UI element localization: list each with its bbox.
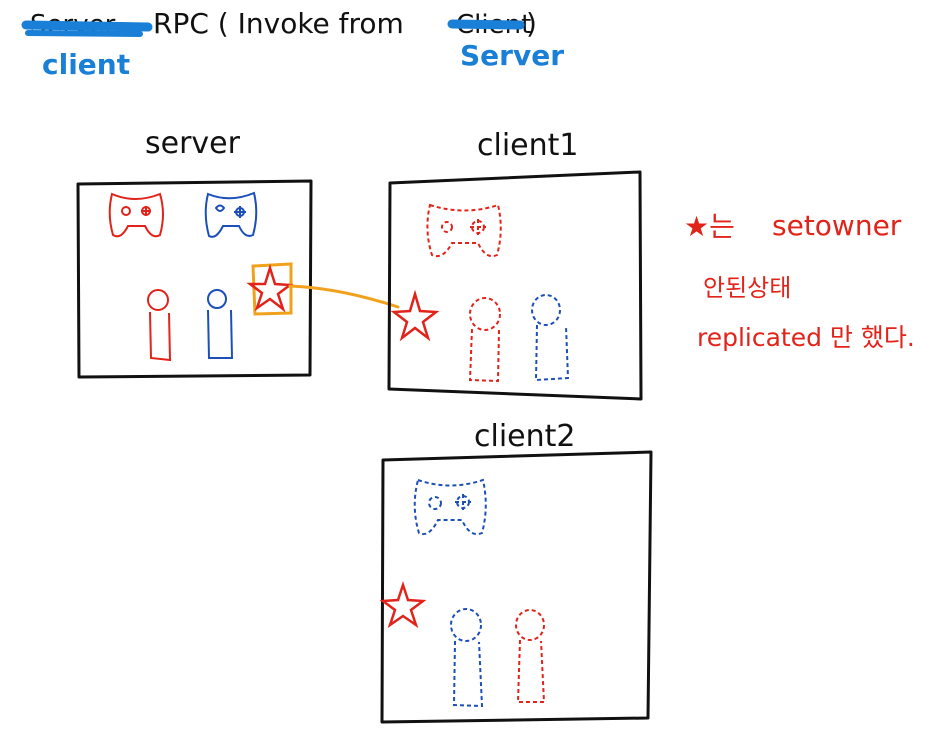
server-blue-pawn-icon [207, 289, 234, 359]
note-line2: 안된상태 [703, 274, 791, 302]
client2-red-pawn-icon [515, 609, 546, 703]
title-strike-1 [21, 20, 153, 32]
title-correction-client: client [42, 48, 130, 81]
server-owned-star-box [246, 262, 294, 316]
client2-label: client2 [474, 419, 575, 454]
server-panel: server [76, 126, 313, 379]
client2-blue-pawn-icon [450, 608, 484, 708]
server-red-pawn-icon [147, 289, 172, 362]
client1-red-star-icon [390, 289, 440, 342]
replication-arrow [288, 284, 400, 309]
note-line3: replicated 만 했다. [697, 323, 915, 352]
title-strike-1b [25, 30, 143, 37]
client2-blue-controller-icon [413, 478, 487, 536]
server-label: server [145, 126, 241, 161]
title-close: ) [526, 7, 537, 40]
client1-label: client1 [477, 128, 578, 163]
server-frame [76, 179, 313, 379]
server-blue-controller-icon [204, 191, 258, 238]
client2-frame [380, 450, 653, 724]
title-main: RPC ( Invoke from [153, 7, 404, 40]
server-red-controller-icon [108, 192, 164, 238]
client1-red-controller-icon [426, 203, 502, 258]
client2-panel: client2 [379, 419, 653, 724]
note-line1-word: setowner [772, 209, 902, 242]
client1-red-pawn-icon [468, 297, 501, 383]
client2-red-star-icon [379, 581, 427, 629]
note-line1-prefix: ★는 [684, 210, 735, 243]
client1-blue-pawn-icon [531, 294, 570, 382]
title-strike-2 [447, 19, 525, 30]
side-note: ★는 setowner 안된상태 replicated 만 했다. [684, 209, 915, 352]
client1-panel: client1 [387, 128, 643, 401]
client1-frame [387, 170, 643, 401]
title-group: Server RPC ( Invoke from Client ) client… [21, 7, 564, 81]
title-correction-server: Server [460, 39, 564, 72]
server-red-star-icon [246, 263, 294, 313]
